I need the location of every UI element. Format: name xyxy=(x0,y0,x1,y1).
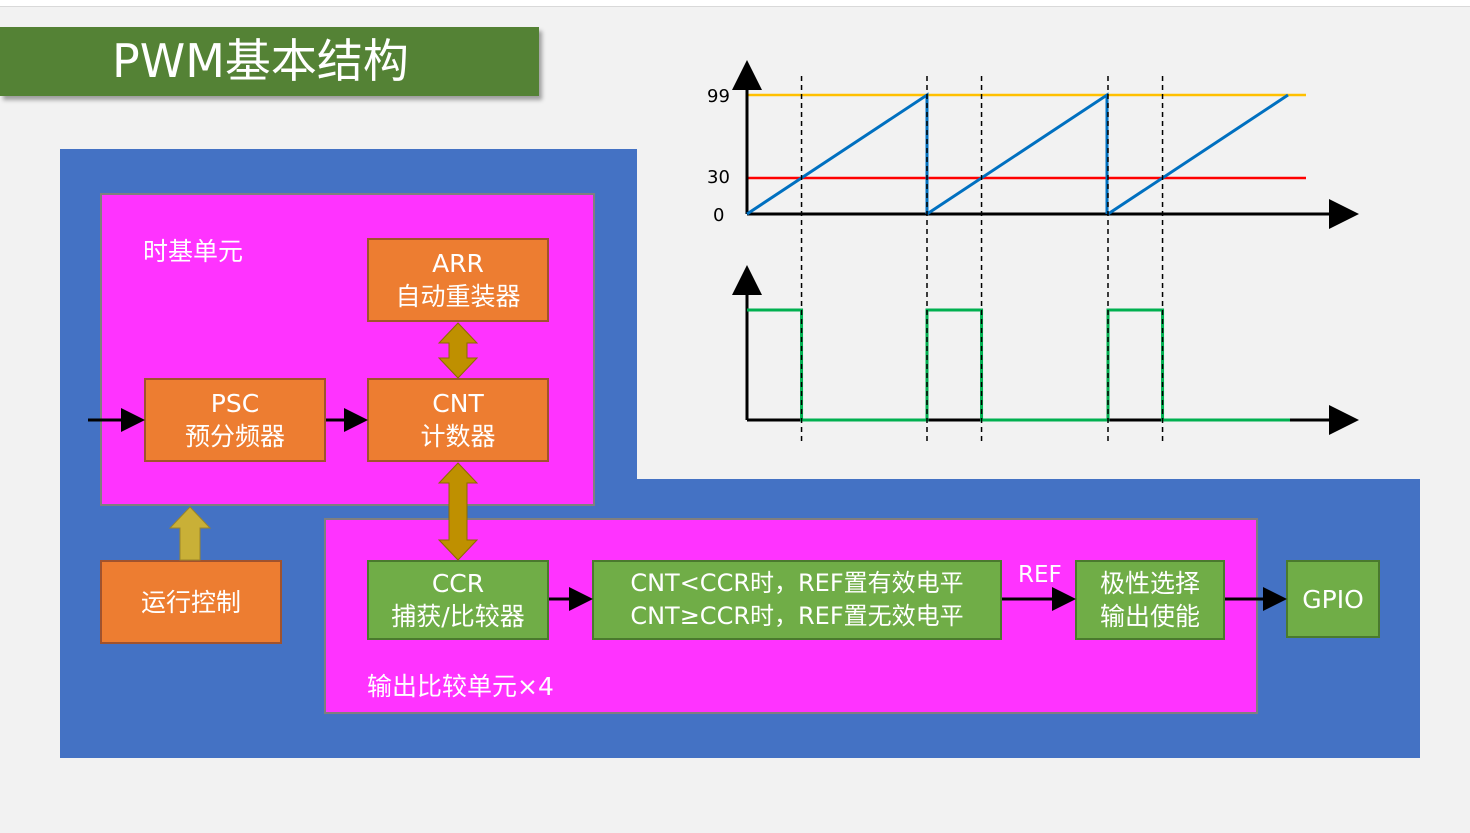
psc-block: PSC 预分频器 xyxy=(144,378,326,462)
polarity-block: 极性选择 输出使能 xyxy=(1075,560,1225,640)
psc-title: PSC xyxy=(210,389,260,418)
output-compare-label: 输出比较单元×4 xyxy=(367,672,554,701)
compare-rule-block: CNT<CCR时，REF置有效电平 CNT≥CCR时，REF置无效电平 xyxy=(592,560,1002,640)
cnt-block: CNT 计数器 xyxy=(367,378,549,462)
arr-title: ARR xyxy=(432,249,484,278)
gpio-block: GPIO xyxy=(1286,560,1380,638)
page-title: PWM基本结构 xyxy=(0,27,539,96)
cnt-title: CNT xyxy=(432,389,484,418)
ccr-subtitle: 捕获/比较器 xyxy=(391,602,525,631)
top-bar xyxy=(0,0,1470,7)
run-control-block: 运行控制 xyxy=(100,560,282,644)
arr-block: ARR 自动重装器 xyxy=(367,238,549,322)
cnt-ccr-double-arrow xyxy=(437,462,479,561)
gpio-label: GPIO xyxy=(1302,584,1364,614)
polarity-title: 极性选择 xyxy=(1099,569,1200,598)
pwm-output-wave xyxy=(747,308,1290,422)
ref-label: REF xyxy=(1018,562,1062,588)
y-tick-30: 30 xyxy=(707,167,730,188)
polarity-subtitle: 输出使能 xyxy=(1099,602,1200,631)
y-tick-99: 99 xyxy=(707,86,730,107)
run-control-up-arrow xyxy=(168,506,212,561)
time-base-label: 时基单元 xyxy=(143,237,244,266)
rule-line-2: CNT≥CCR时，REF置无效电平 xyxy=(630,602,964,630)
arr-subtitle: 自动重装器 xyxy=(395,282,521,311)
ccr-block: CCR 捕获/比较器 xyxy=(367,560,549,640)
rule-line-1: CNT<CCR时，REF置有效电平 xyxy=(630,569,964,597)
counter-sawtooth xyxy=(746,92,1289,216)
psc-subtitle: 预分频器 xyxy=(184,422,285,451)
ccr-title: CCR xyxy=(431,569,485,598)
arr-cnt-double-arrow xyxy=(437,322,479,379)
run-control-label: 运行控制 xyxy=(140,587,241,617)
cnt-subtitle: 计数器 xyxy=(420,422,496,451)
y-tick-0: 0 xyxy=(713,205,724,226)
